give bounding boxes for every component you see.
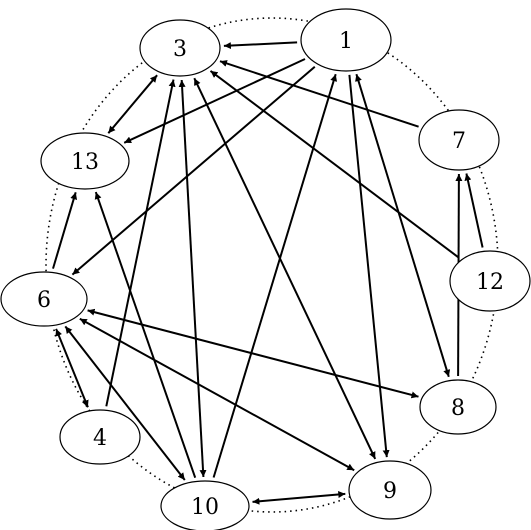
- node-12-ellipse: [449, 250, 531, 312]
- edge-6-to-4: [55, 328, 89, 408]
- node-12: 12: [449, 250, 531, 312]
- node-9: 9: [348, 460, 432, 520]
- node-12-label: 12: [476, 270, 504, 295]
- node-8-ellipse: [419, 379, 497, 435]
- edges-layer: [52, 41, 484, 505]
- edge-1-to-3: [223, 41, 298, 50]
- node-6-label: 6: [37, 288, 51, 313]
- edge-10-to-9: [252, 491, 346, 505]
- edge-6-to-8: [87, 308, 419, 399]
- edge-4-to-3: [105, 79, 176, 407]
- edge-1-to-13: [123, 58, 306, 144]
- node-1: 1: [300, 8, 392, 72]
- node-10-label: 10: [191, 495, 219, 520]
- node-3-ellipse: [139, 19, 221, 77]
- node-7-ellipse: [418, 109, 500, 171]
- node-13-ellipse: [40, 132, 130, 190]
- edge-10-to-1: [212, 73, 338, 478]
- node-8-label: 8: [451, 396, 465, 421]
- node-6: 6: [0, 271, 88, 327]
- edge-3-to-10: [178, 79, 207, 478]
- node-8: 8: [419, 379, 497, 435]
- node-9-ellipse: [348, 460, 432, 520]
- node-9-label: 9: [383, 479, 397, 504]
- node-1-ellipse: [300, 8, 392, 72]
- node-7-label: 7: [452, 129, 466, 154]
- node-1-label: 1: [339, 29, 353, 54]
- node-3: 3: [139, 19, 221, 77]
- node-13: 13: [40, 132, 130, 190]
- edge-10-to-13: [94, 191, 197, 479]
- edge-1-to-9: [348, 74, 390, 458]
- edge-7-to-3: [219, 60, 419, 128]
- node-4: 4: [59, 409, 141, 465]
- edge-6-to-13: [52, 192, 78, 269]
- edge-12-to-7: [464, 173, 484, 248]
- node-10: 10: [160, 480, 250, 530]
- node-13-label: 13: [71, 150, 99, 175]
- node-6-ellipse: [0, 271, 88, 327]
- node-10-ellipse: [160, 480, 250, 530]
- edge-3-to-13: [107, 74, 158, 134]
- node-7: 7: [418, 109, 500, 171]
- node-3-label: 3: [173, 37, 187, 62]
- node-4-ellipse: [59, 409, 141, 465]
- edge-3-to-9: [193, 77, 377, 460]
- node-4-label: 4: [93, 426, 107, 451]
